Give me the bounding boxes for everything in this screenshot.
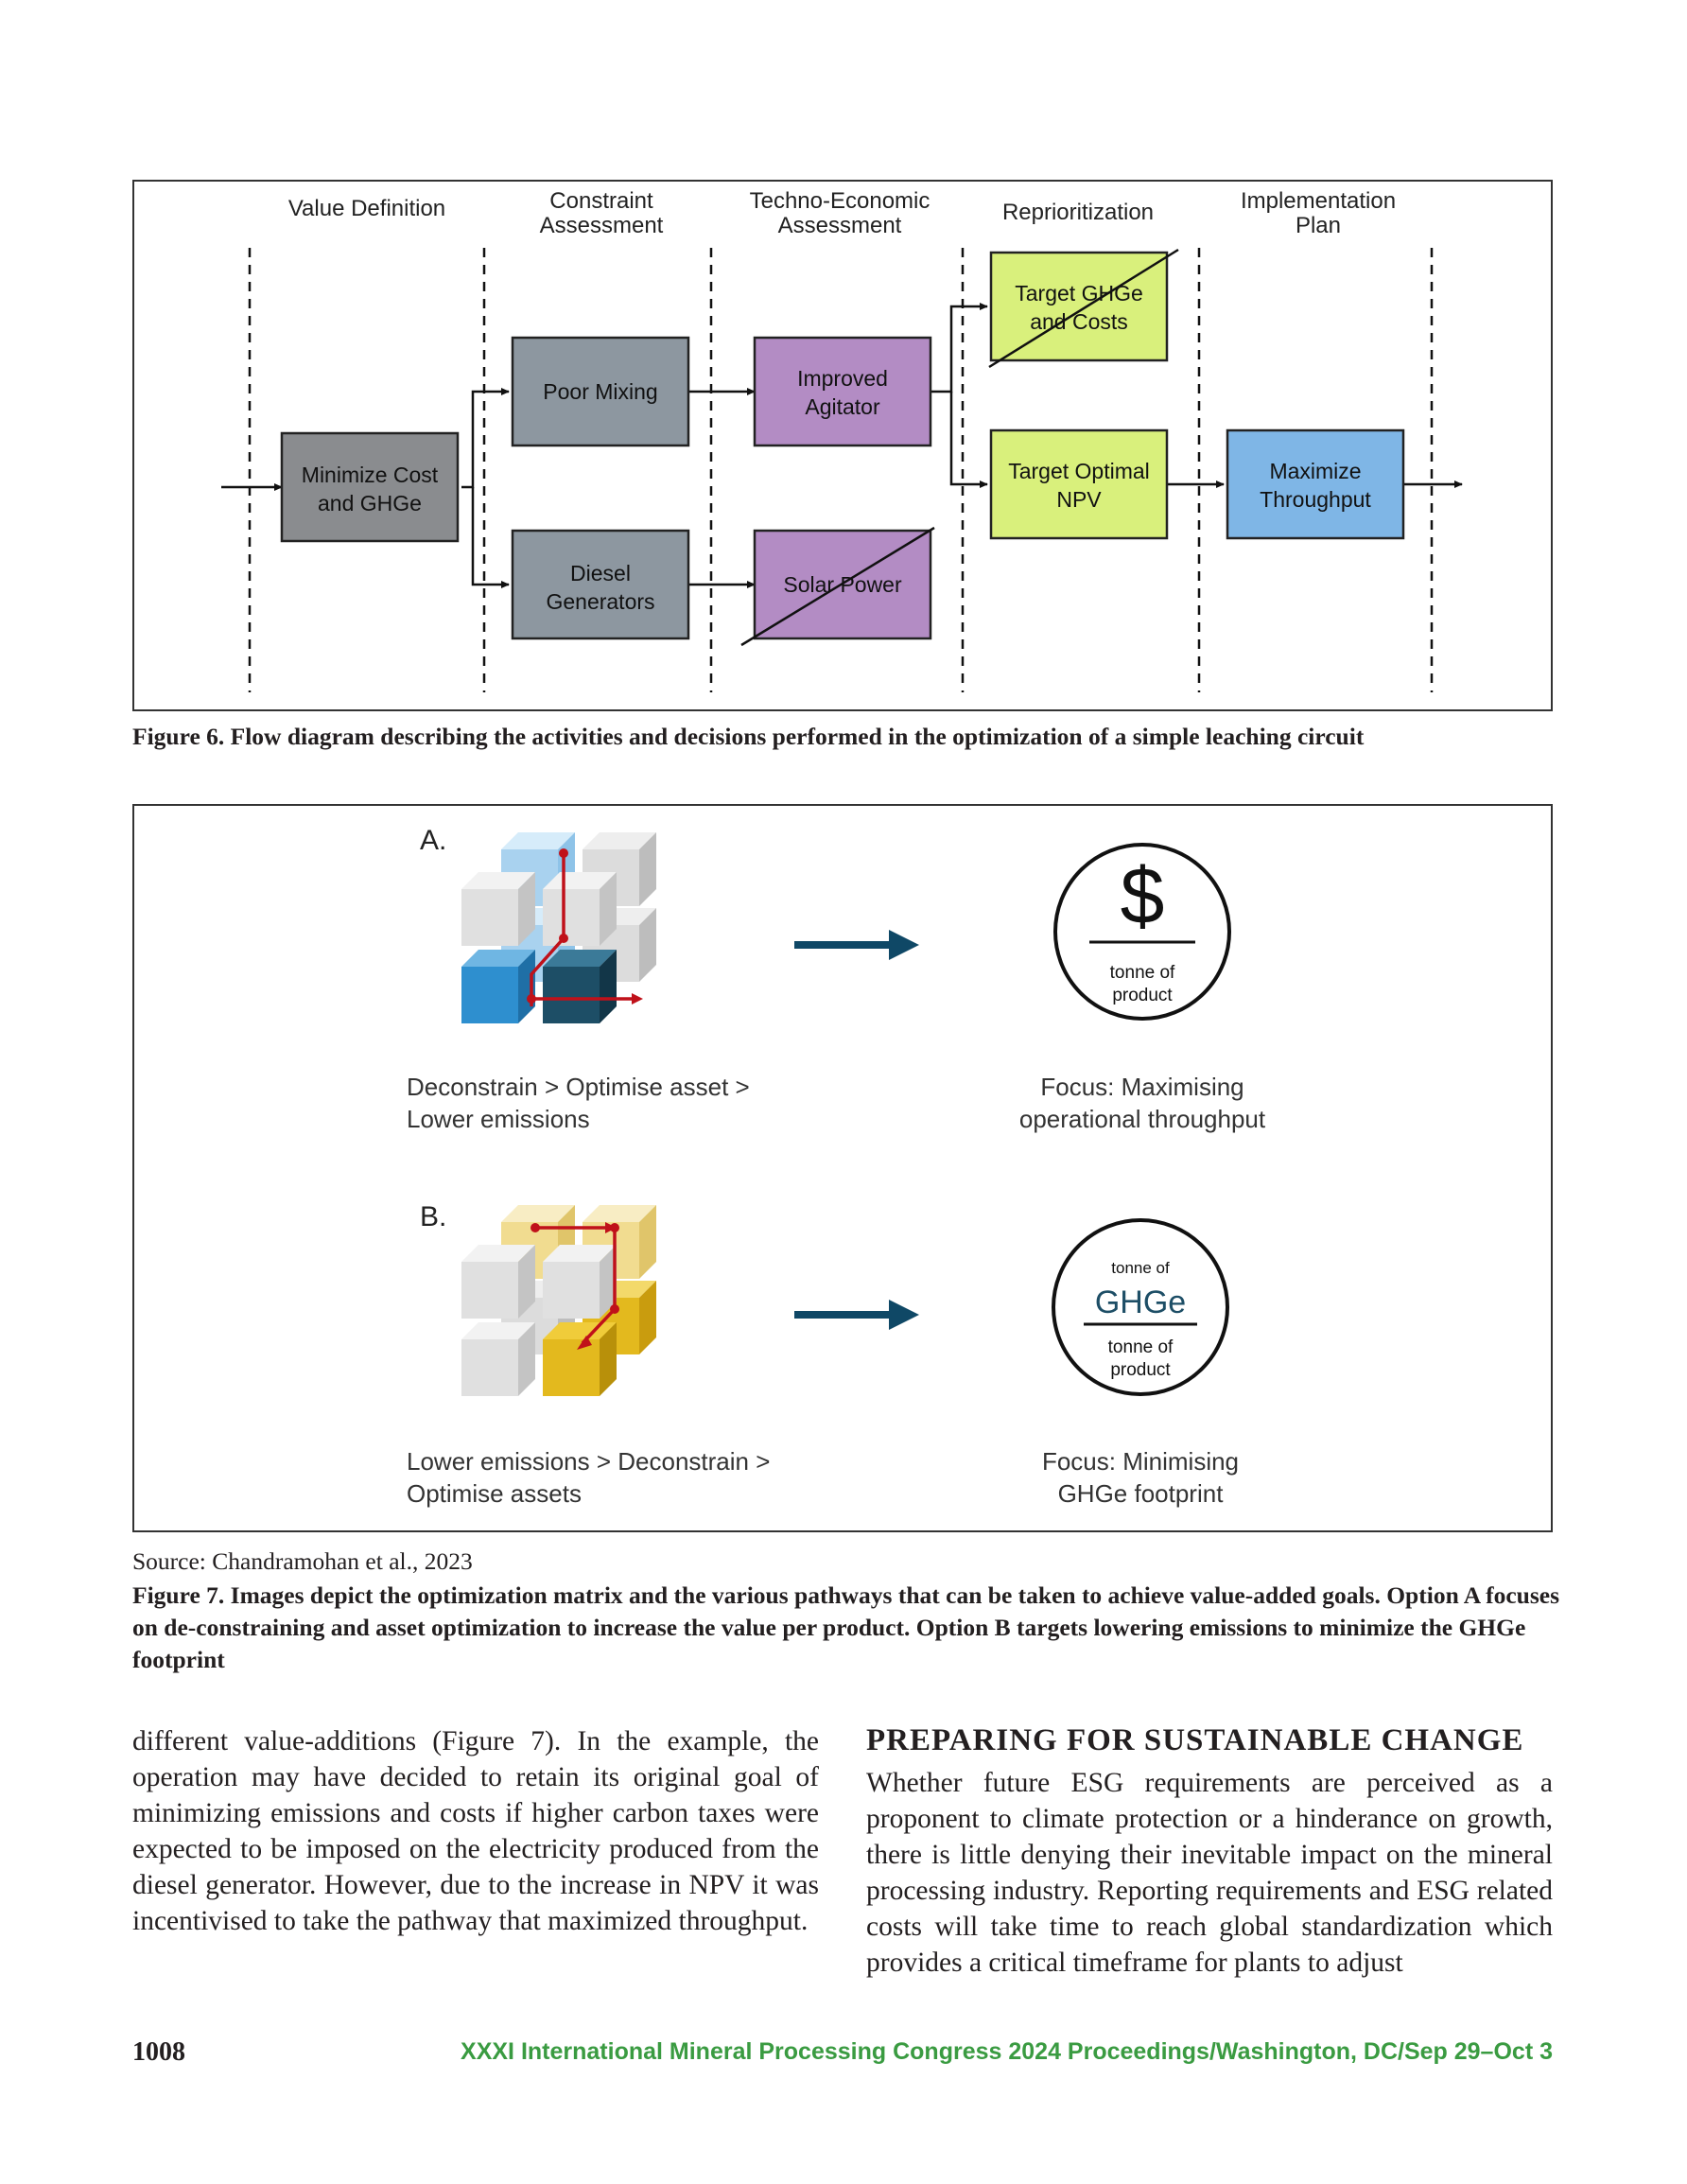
panel-b-label-line1: Lower emissions > Deconstrain > <box>407 1447 770 1476</box>
figure-7-source: Source: Chandramohan et al., 2023 <box>132 1547 473 1575</box>
figure-7-caption: Figure 7. Images depict the optimization… <box>132 1581 1560 1673</box>
panel-a-cube-matrix <box>461 832 656 1023</box>
figure-7-illustration: A. Deconstrain > O <box>407 825 1266 1508</box>
box-improved-line2: Agitator <box>805 394 880 419</box>
box-minimize-cost: Minimize Cost and GHGe <box>280 431 460 543</box>
panel-b-focus-line1: Focus: Minimising <box>1042 1447 1239 1476</box>
box-diesel-line1: Diesel <box>570 561 631 585</box>
section-heading: PREPARING FOR SUSTAINABLE CHANGE <box>866 1723 1524 1757</box>
flow-connectors <box>221 303 1463 588</box>
strike-target-ghge <box>988 248 1179 369</box>
panel-b-circle-sub-line1: tonne of <box>1108 1337 1174 1357</box>
panel-b-value-circle: tonne of GHGe tonne of product <box>1052 1218 1229 1396</box>
panel-b-arrowhead <box>889 1300 919 1330</box>
left-column-paragraph: different value-additions (Figure 7). In… <box>132 1726 819 1936</box>
box-poor-mixing-label: Poor Mixing <box>543 379 657 404</box>
page-number: 1008 <box>132 2037 185 2067</box>
panel-a-circle-sub-line1: tonne of <box>1110 963 1175 983</box>
box-minimize-cost-line1: Minimize Cost <box>302 463 439 487</box>
panel-a-focus-line2: operational throughput <box>1019 1105 1266 1133</box>
panel-b-circle-sub-line2: product <box>1110 1360 1171 1380</box>
panel-a-arrowhead <box>889 930 919 960</box>
box-poor-mixing: Poor Mixing <box>511 336 690 447</box>
stage-header-value-definition: Value Definition <box>288 196 445 221</box>
conference-footer: XXXI International Mineral Processing Co… <box>461 2038 1553 2065</box>
box-improved-agitator: Improved Agitator <box>753 336 932 447</box>
dollar-sign: $ <box>1121 851 1165 940</box>
panel-a-label-line1: Deconstrain > Optimise asset > <box>407 1073 750 1101</box>
box-improved-line1: Improved <box>797 366 888 391</box>
panel-b-cube-matrix <box>461 1205 656 1396</box>
stage-header-reprioritization: Reprioritization <box>1002 200 1154 225</box>
panel-b-letter: B. <box>420 1201 446 1232</box>
panel-a-label-line2: Lower emissions <box>407 1105 590 1133</box>
box-throughput-line1: Maximize <box>1269 459 1361 483</box>
box-target-ghge: Target GHGe and Costs <box>988 248 1179 369</box>
box-throughput-line2: Throughput <box>1260 487 1371 512</box>
panel-a-focus-line1: Focus: Maximising <box>1040 1073 1244 1101</box>
box-target-npv-line2: NPV <box>1056 487 1102 512</box>
panel-b-circle-top: tonne of <box>1111 1259 1170 1277</box>
box-minimize-cost-line2: and GHGe <box>318 491 422 515</box>
panel-b-focus-line2: GHGe footprint <box>1058 1479 1225 1508</box>
strike-solar <box>740 526 935 647</box>
figure-7-frame: A. Deconstrain > O <box>132 804 1553 1532</box>
panel-a-letter: A. <box>420 825 446 856</box>
panel-b: B. Lower <box>407 1201 1239 1508</box>
ghge-symbol: GHGe <box>1095 1284 1186 1320</box>
stage-dividers <box>248 248 1434 692</box>
box-diesel-generators: Diesel Generators <box>511 529 690 640</box>
box-target-npv-line1: Target Optimal <box>1008 459 1150 483</box>
panel-a-value-circle: $ tonne of product <box>1053 843 1231 1021</box>
panel-b-path <box>535 1226 617 1345</box>
box-target-npv: Target Optimal NPV <box>989 428 1169 540</box>
right-column-paragraph: Whether future ESG requirements are perc… <box>866 1768 1553 1978</box>
box-target-ghge-line2: and Costs <box>1030 309 1128 334</box>
box-diesel-line2: Generators <box>546 589 654 614</box>
panel-b-label-line2: Optimise assets <box>407 1479 582 1508</box>
panel-a: A. Deconstrain > O <box>407 825 1266 1133</box>
panel-a-circle-sub-line2: product <box>1112 986 1173 1005</box>
box-solar-power: Solar Power <box>740 526 935 647</box>
figure-6-caption: Figure 6. Flow diagram describing the ac… <box>132 723 1365 750</box>
box-maximize-throughput: Maximize Throughput <box>1226 428 1405 540</box>
